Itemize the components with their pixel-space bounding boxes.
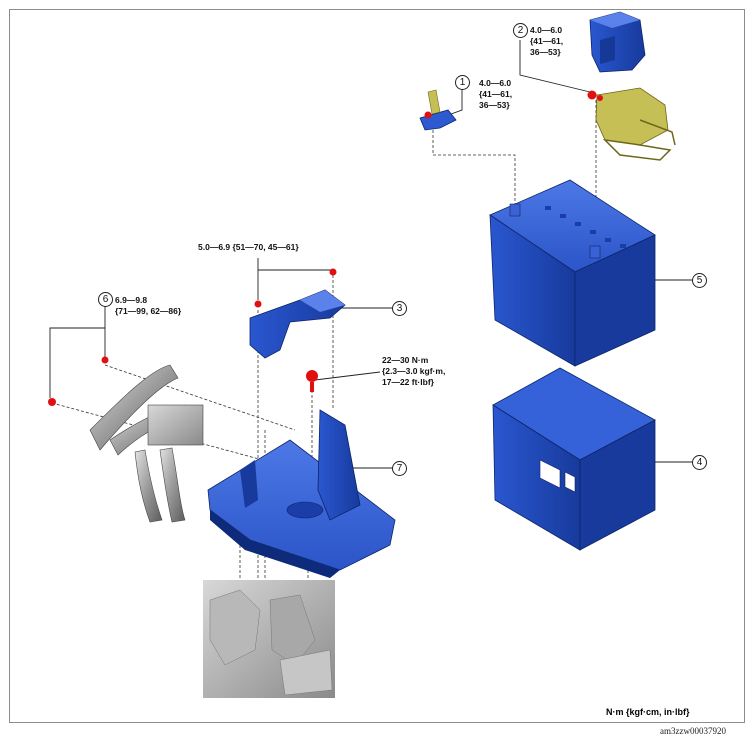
battery-bracket-part	[207, 370, 396, 578]
torque-line: 4.0—6.0	[479, 78, 512, 88]
torque-line: {2.3—3.0 kgf·m,	[382, 366, 446, 376]
callout-3: 3	[392, 301, 407, 316]
battery-part	[489, 179, 656, 367]
diagram-frame	[9, 9, 745, 723]
bolt-icon	[424, 111, 432, 119]
torque-line: {41—61,	[530, 36, 564, 46]
torque-line: {71—99, 62—86}	[115, 306, 182, 316]
units-note: N·m {kgf·cm, in·lbf}	[606, 707, 690, 717]
terminal-cover-part	[589, 11, 646, 73]
torque-line: 17—22 ft·lbf}	[382, 377, 434, 387]
bolt-icon	[329, 268, 337, 276]
image-id: am3zzw00037920	[660, 726, 726, 736]
callout-5: 5	[692, 273, 707, 288]
bolt-icon	[254, 300, 262, 308]
torque-line: 6.9—9.8	[115, 295, 148, 305]
torque-spec-part6: 6.9—9.8 {71—99, 62—86}	[115, 295, 181, 317]
torque-spec-part2: 4.0—6.0 {41—61, 36—53}	[530, 25, 563, 58]
battery-clamp-part	[249, 268, 346, 359]
callout-4: 4	[692, 455, 707, 470]
bolt-icon	[101, 356, 109, 364]
body-panel	[203, 580, 335, 698]
battery-tray-part	[492, 367, 656, 551]
callout-7: 7	[392, 461, 407, 476]
torque-spec-part3: 5.0—6.9 {51—70, 45—61}	[198, 242, 299, 252]
bolt-icon	[306, 370, 318, 382]
bolt-icon	[587, 90, 597, 100]
torque-line: 22—30 N·m	[382, 355, 429, 365]
torque-line: 36—53}	[530, 47, 561, 57]
callout-2: 2	[513, 23, 528, 38]
callout-1: 1	[455, 75, 470, 90]
negative-terminal-clamp	[419, 89, 457, 131]
pipe-assembly	[48, 356, 204, 523]
callout-6: 6	[98, 292, 113, 307]
positive-terminal-connector	[587, 87, 676, 161]
torque-line: 4.0—6.0	[530, 25, 563, 35]
bolt-icon	[48, 398, 56, 406]
torque-line: {41—61,	[479, 89, 513, 99]
torque-line: 36—53}	[479, 100, 510, 110]
torque-spec-part7: 22—30 N·m {2.3—3.0 kgf·m, 17—22 ft·lbf}	[382, 355, 445, 388]
torque-spec-part1: 4.0—6.0 {41—61, 36—53}	[479, 78, 512, 111]
